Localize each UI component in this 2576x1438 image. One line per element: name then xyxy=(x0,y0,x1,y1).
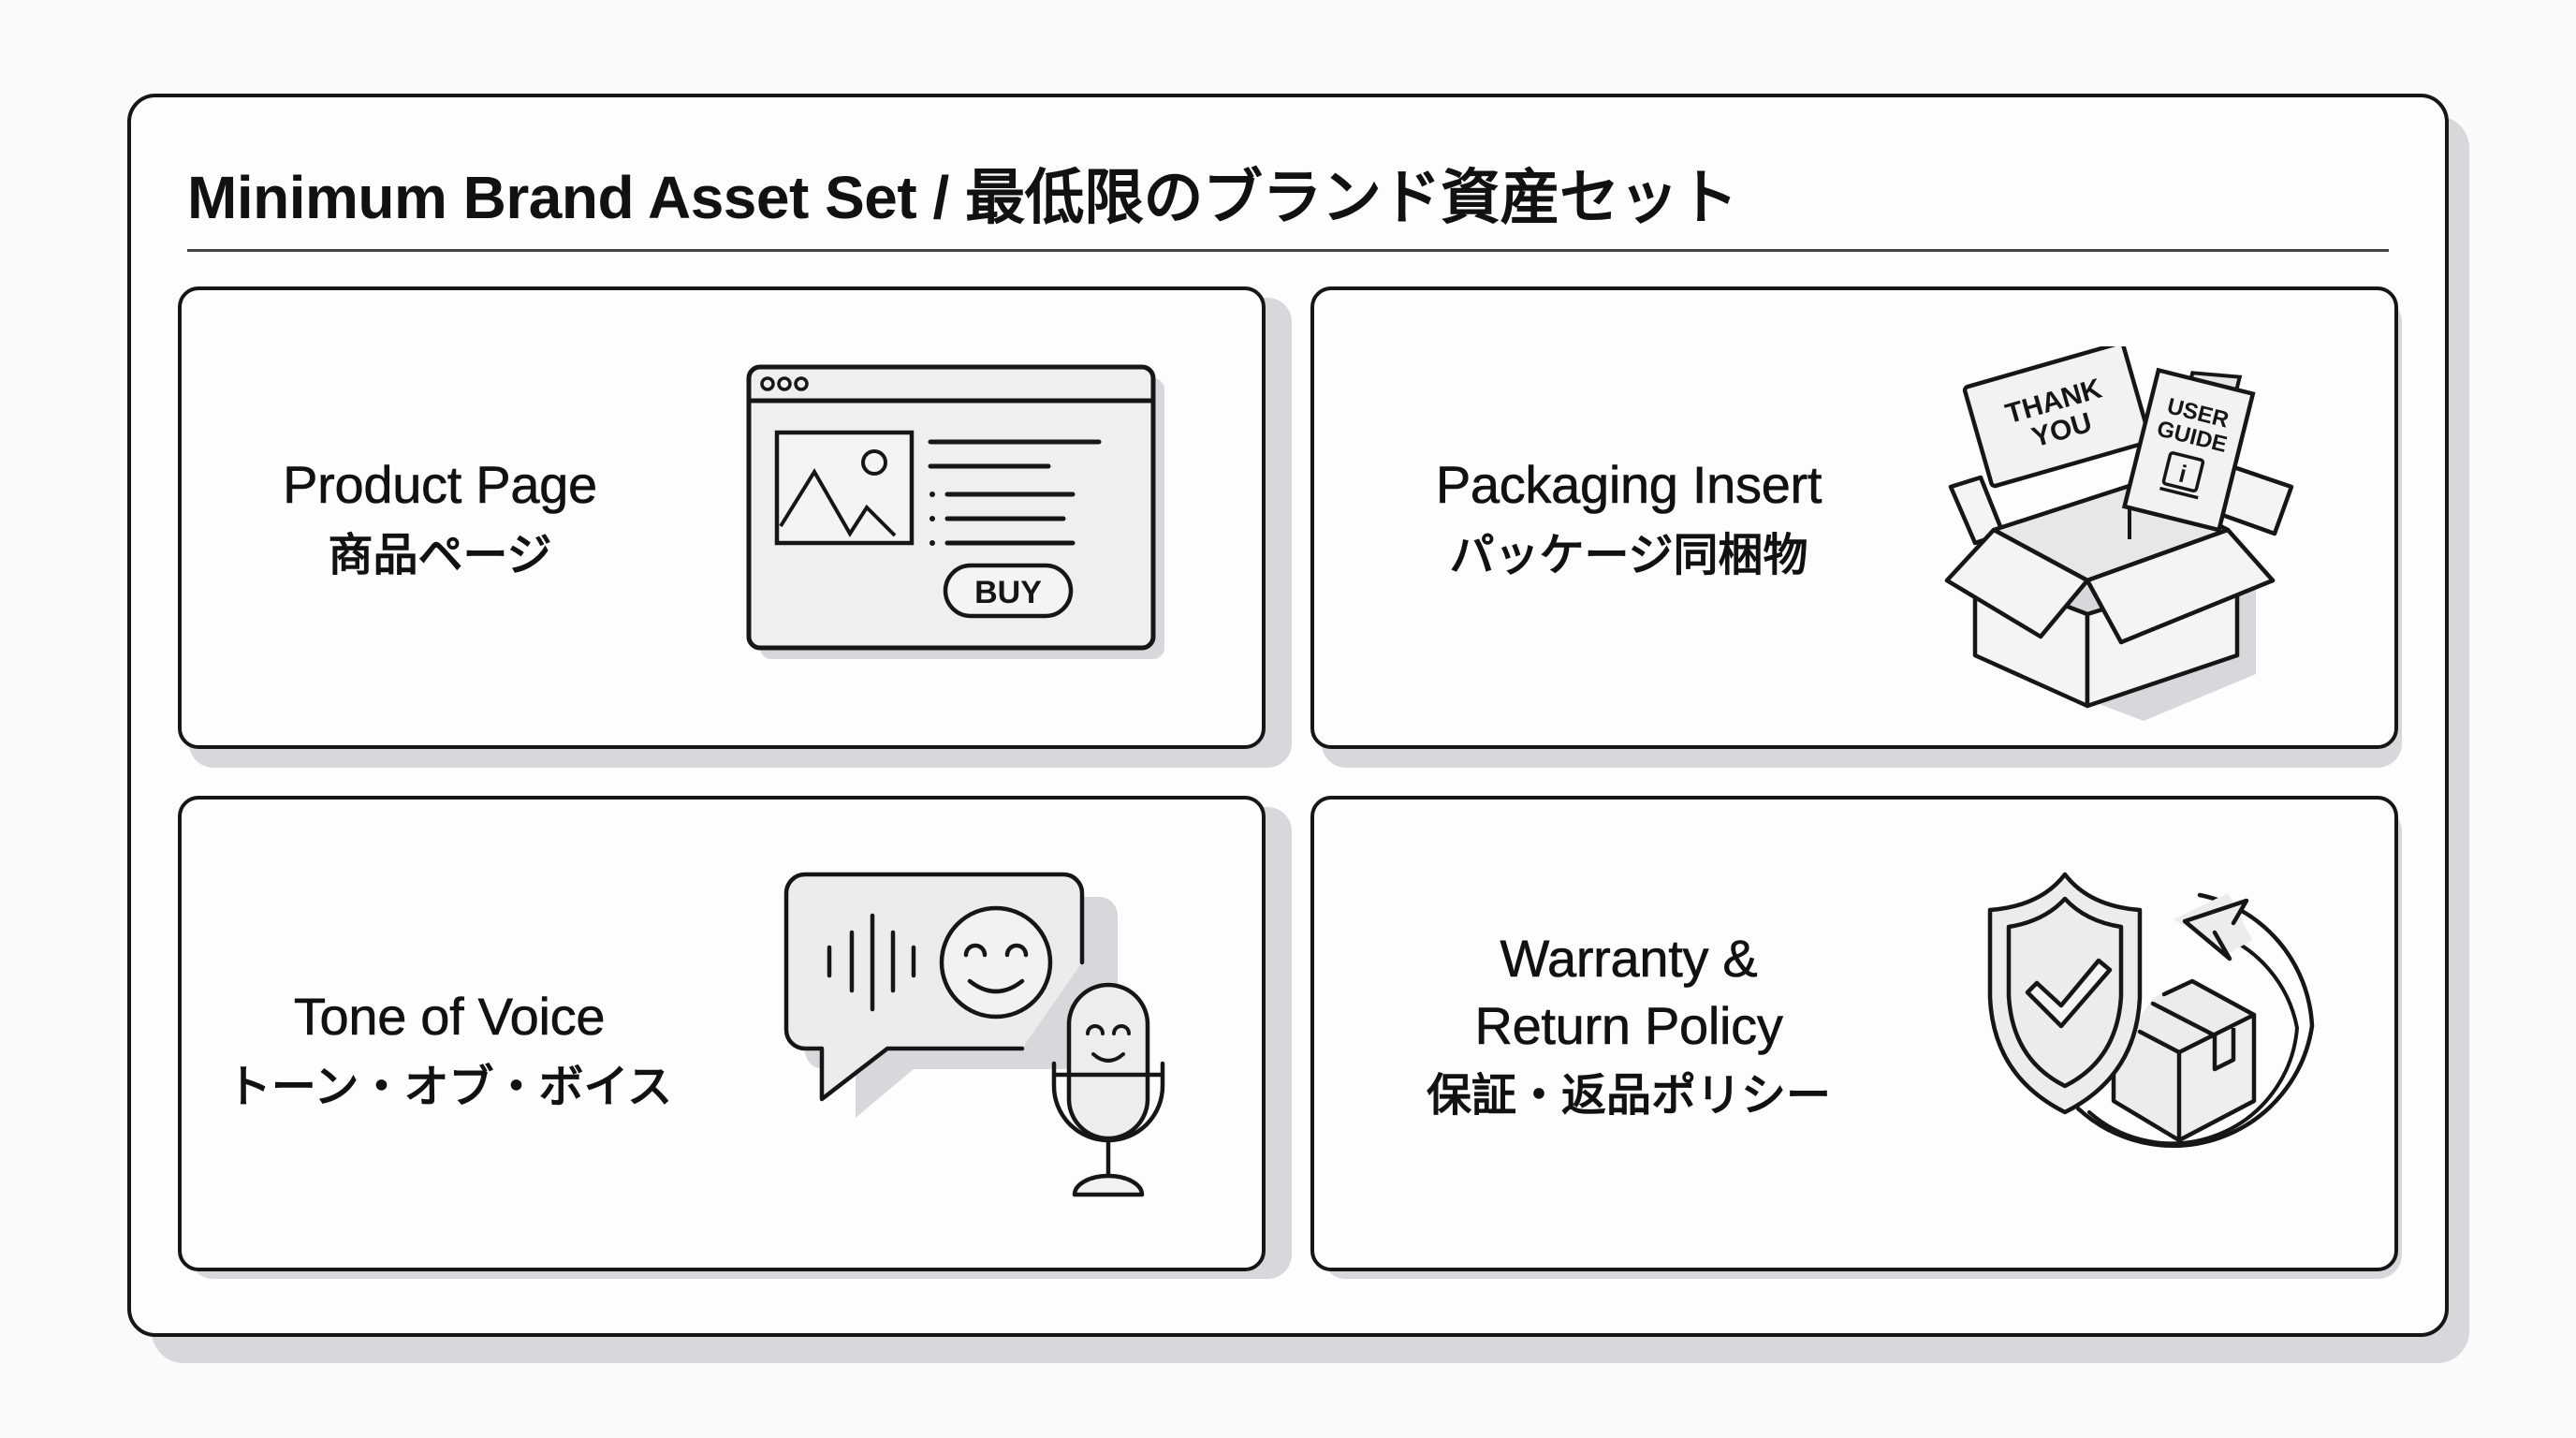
buy-button-label: BUY xyxy=(974,575,1042,610)
card-tone-of-voice-label: Tone of Voice トーン・オブ・ボイス xyxy=(178,983,721,1122)
page-title: Minimum Brand Asset Set / 最低限のブランド資産セット xyxy=(187,164,1738,231)
card-warranty-return-label: Warranty & Return Policy 保証・返品ポリシー xyxy=(1348,925,1910,1130)
card-product-page-label: Product Page 商品ページ xyxy=(178,451,702,590)
card-title-en-line2: Return Policy xyxy=(1474,995,1783,1055)
card-title-en: Product Page xyxy=(283,455,598,515)
card-title-jp: 商品ページ xyxy=(328,530,552,580)
card-title-en-line1: Warranty & xyxy=(1500,929,1758,989)
card-title-jp: 保証・返品ポリシー xyxy=(1426,1071,1831,1122)
title-divider xyxy=(187,249,2389,252)
card-title-en: Packaging Insert xyxy=(1435,455,1822,515)
shield-check-return-box-icon xyxy=(1987,872,2315,1148)
card-title-jp: トーン・オブ・ボイス xyxy=(226,1062,673,1112)
card-packaging-insert-label: Packaging Insert パッケージ同梱物 xyxy=(1348,451,1910,590)
card-title-en: Tone of Voice xyxy=(293,987,606,1047)
open-box-inserts-icon: THANK YOU USER GUIDE i xyxy=(1944,346,2294,721)
card-title-jp: パッケージ同梱物 xyxy=(1449,530,1808,580)
speech-bubble-microphone-icon xyxy=(783,872,1165,1197)
browser-window-product-icon: BUY xyxy=(746,364,1164,659)
